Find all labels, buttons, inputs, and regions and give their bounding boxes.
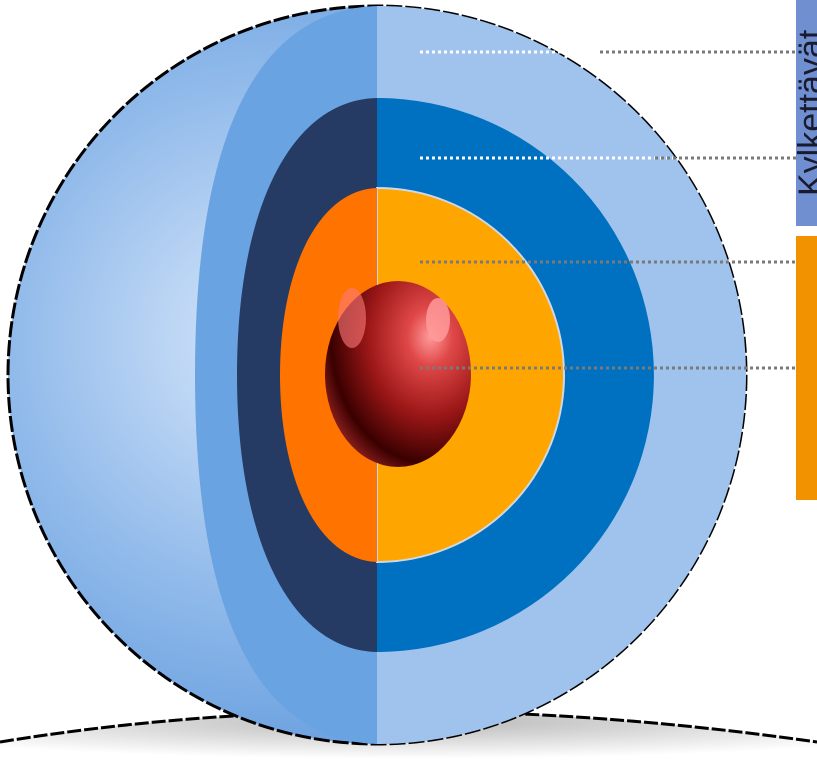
side-bar-lower (796, 236, 817, 500)
side-bar-upper: Kyl­kettävät (796, 0, 817, 226)
inner-core (325, 281, 471, 467)
side-bar-upper-label: Kyl­kettävät (796, 29, 817, 196)
leader-lines (420, 50, 796, 370)
